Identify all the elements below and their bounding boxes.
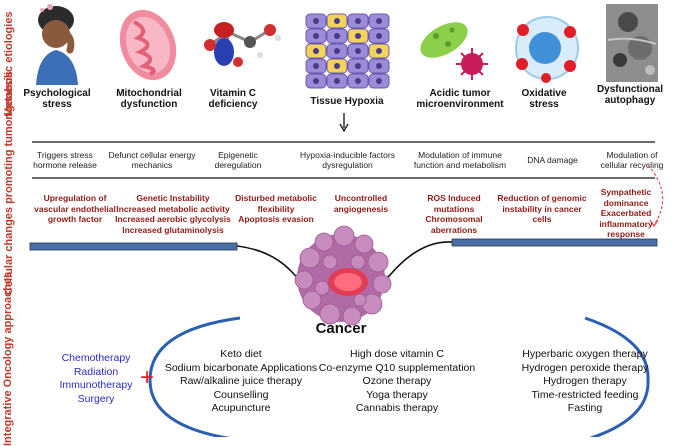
mitochondrion-icon — [119, 9, 177, 81]
right-blue-bracket — [584, 316, 650, 437]
therapy-item: Hydrogen therapy — [543, 375, 627, 387]
cancer-cell-bump — [319, 303, 341, 325]
mechanism-hif: Hypoxia-inducible factors dysregulation — [300, 150, 395, 170]
tissue-cell-nucleus — [313, 48, 319, 54]
therapy-item: Hyperbaric oxygen therapy — [522, 348, 648, 360]
etiology-label-hypoxia: Tissue Hypoxia — [310, 96, 384, 107]
therapy-item: Counselling — [213, 388, 269, 401]
tissue-cell-nucleus — [376, 63, 382, 69]
tissue-cell-nucleus — [313, 63, 319, 69]
tissue-cell-nucleus — [334, 33, 340, 39]
therapy-item: Cannabis therapy — [355, 402, 439, 414]
cancer-cell-bump — [353, 293, 367, 307]
left-blue-bracket — [148, 316, 241, 437]
tissue-cell-nucleus — [376, 33, 382, 39]
molecule-icon — [204, 22, 281, 67]
left-bar — [29, 242, 238, 251]
change-sympathetic: Sympathetic dominance Exacerbated inflam… — [599, 187, 653, 239]
therapy-immunotherapy: Immunotherapy — [59, 379, 133, 391]
change-genomic: Reduction of genomic instability in canc… — [497, 193, 587, 224]
therapy-item: Ozone therapy — [362, 375, 432, 387]
therapy-item: Time-restricted feeding — [531, 388, 639, 401]
tissue-cell-nucleus — [334, 63, 340, 69]
tissue-cell-nucleus — [376, 18, 382, 24]
tissue-cell-nucleus — [313, 78, 319, 84]
therapy-column-3: Hyperbaric oxygen therapy Hydrogen perox… — [500, 348, 670, 416]
therapy-item: Co-enzyme Q10 supplementation — [318, 361, 476, 374]
cancer-cell-icon — [294, 225, 392, 326]
therapy-surgery: Surgery — [77, 392, 115, 405]
diagram-graphics — [29, 4, 664, 437]
mechanism-energy: Defunct cellular energy mechanics — [108, 150, 196, 170]
therapy-item: Fasting — [567, 402, 603, 414]
cancer-cell-bump — [302, 290, 322, 310]
etiology-label-vitamin-c: Vitamin C deficiency — [208, 88, 258, 110]
hypoxic-tissue-icon — [304, 13, 390, 91]
tissue-cell-nucleus — [376, 48, 382, 54]
tissue-cell-nucleus — [355, 63, 361, 69]
cancer-cell-bump — [372, 274, 392, 294]
cancer-cell-bump — [294, 270, 314, 290]
change-metabolic-flexibility: Disturbed metabolic flexibility Apoptosi… — [235, 193, 317, 224]
conventional-therapies: Chemotherapy Radiation Immunotherapy Sur… — [48, 352, 144, 406]
cell-icon — [515, 16, 579, 83]
cancer-cell-bump — [342, 306, 362, 326]
right-bar — [451, 238, 658, 247]
mechanism-immune: Modulation of immune function and metabo… — [413, 150, 507, 170]
cancer-cell-bump — [350, 254, 366, 270]
etiology-label-oxidative: Oxidative stress — [521, 88, 567, 110]
therapy-item: Hydrogen peroxide therapy — [521, 361, 649, 374]
change-genetic: Genetic Instability Increased metabolic … — [115, 193, 231, 235]
tissue-cell-nucleus — [334, 18, 340, 24]
etiology-label-autophagy: Dysfunctional autophagy — [596, 84, 664, 106]
therapy-item: Raw/alkaline juice therapy — [180, 375, 302, 387]
change-vegf: Upregulation of vascular endothelial gro… — [34, 193, 116, 224]
stressed-person-icon — [36, 4, 78, 85]
cancer-cell-bump — [333, 225, 355, 247]
side-label-cellular: Cellular changes promoting tumorigenesis — [3, 71, 15, 295]
etiology-label-psychological: Psychological stress — [23, 88, 91, 110]
tissue-cell-nucleus — [355, 33, 361, 39]
cancer-cell-bump — [299, 247, 321, 269]
cancer-cell-bump — [314, 280, 330, 296]
tissue-cell-nucleus — [313, 33, 319, 39]
tissue-cell-nucleus — [313, 18, 319, 24]
tissue-cell-nucleus — [334, 78, 340, 84]
etiology-label-mitochondrial: Mitochondrial dysfunction — [116, 88, 182, 110]
tissue-cell-nucleus — [355, 18, 361, 24]
therapy-chemotherapy: Chemotherapy — [61, 352, 131, 364]
tissue-cell-nucleus — [355, 78, 361, 84]
cancer-label: Cancer — [315, 320, 367, 337]
side-label-oncology: Integrative Oncology approaches — [2, 271, 14, 446]
therapy-item: Sodium bicarbonate Applications — [164, 361, 318, 374]
therapy-item: High dose vitamin C — [350, 348, 444, 360]
therapy-item: Acupuncture — [211, 402, 271, 414]
therapy-item: Yoga therapy — [366, 388, 428, 401]
cancer-cell-bump — [314, 232, 334, 252]
therapy-column-2: High dose vitamin C Co-enzyme Q10 supple… — [312, 348, 482, 416]
therapy-column-1: Keto diet Sodium bicarbonate Application… — [158, 348, 324, 416]
change-angiogenesis: Uncontrolled angiogenesis — [333, 193, 389, 214]
bacteria-icon — [420, 22, 488, 80]
therapy-item: Keto diet — [220, 348, 262, 360]
micrograph-icon — [606, 4, 658, 82]
mechanism-dna-damage: DNA damage — [527, 155, 578, 165]
down-arrow-icon — [339, 113, 349, 133]
cancer-cell-bump — [322, 254, 338, 270]
dashed-arrow-icon — [647, 164, 664, 226]
cancer-cell-bump — [354, 234, 374, 254]
tissue-cell-nucleus — [376, 78, 382, 84]
mechanism-epigenetic: Epigenetic deregulation — [214, 150, 262, 170]
tissue-cell-nucleus — [334, 48, 340, 54]
plus-icon: + — [139, 364, 154, 391]
change-ros: ROS Induced mutations Chromosomal aberra… — [425, 193, 483, 235]
cancer-cell-bump — [367, 251, 389, 273]
tissue-cell-nucleus — [355, 48, 361, 54]
mechanism-stress-hormone: Triggers stress hormone release — [33, 150, 97, 170]
etiology-label-acidic: Acidic tumor microenvironment — [416, 88, 504, 110]
therapy-radiation: Radiation — [73, 365, 119, 378]
mechanism-recycling: Modulation of cellular recycling — [600, 150, 664, 170]
